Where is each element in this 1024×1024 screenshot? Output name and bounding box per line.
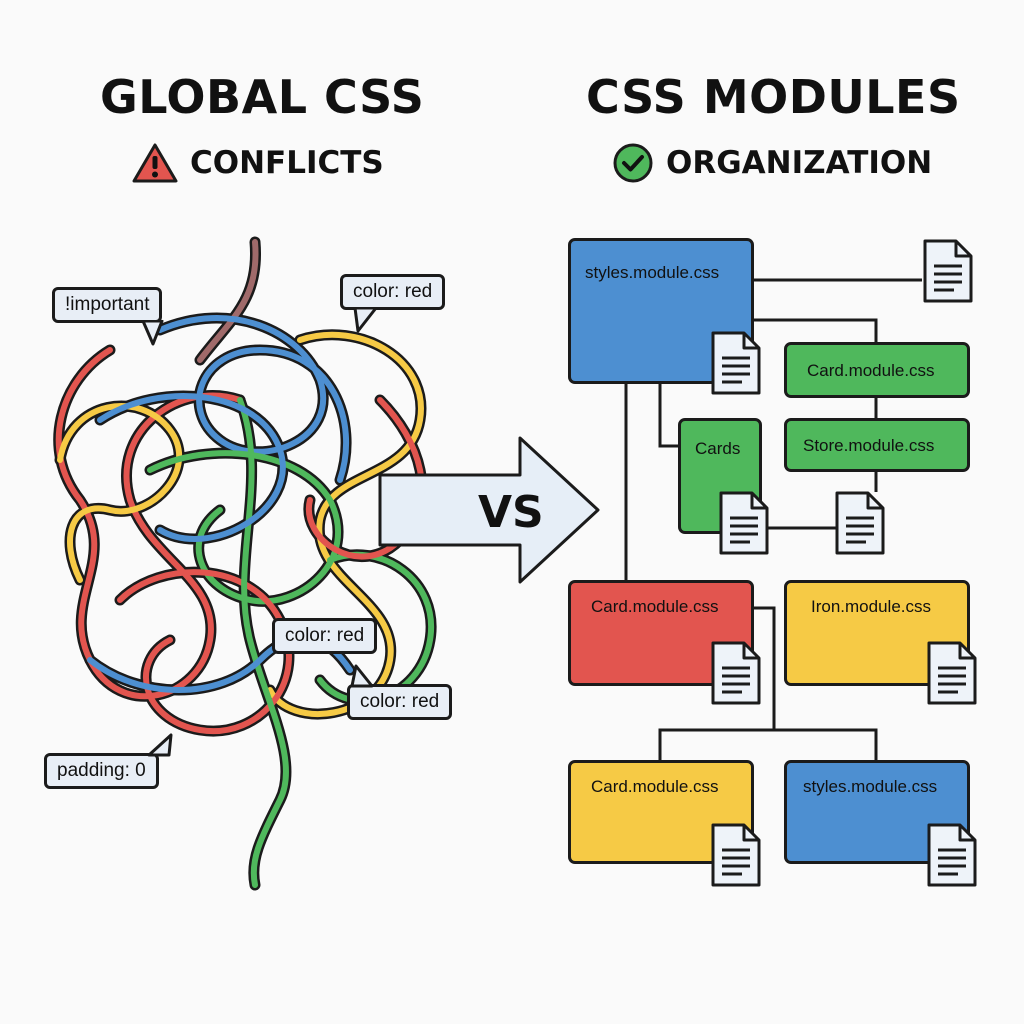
check-circle-icon <box>613 143 653 183</box>
callout-color-red-middle: color: red <box>272 618 378 654</box>
callout-color-red-top: color: red <box>340 274 446 310</box>
module-box-iron[interactable]: Iron.module.css <box>784 580 970 686</box>
document-icon <box>927 823 977 887</box>
document-icon <box>927 641 977 705</box>
document-icon <box>711 823 761 887</box>
callout-color-red-bottom: color: red <box>347 684 453 720</box>
module-box-label: Iron.module.css <box>811 597 931 616</box>
module-box-label: Store.module.css <box>803 436 935 455</box>
callout-important: !important <box>52 287 163 323</box>
vs-arrow <box>378 436 600 584</box>
callout-pointer <box>147 733 173 757</box>
left-subtitle-label: CONFLICTS <box>190 145 384 181</box>
left-title: GLOBAL CSS <box>100 70 425 124</box>
module-box-label: Cards <box>695 439 741 458</box>
callout-padding: padding: 0 <box>44 753 159 789</box>
module-box-label: Card.module.css <box>807 361 935 380</box>
module-box-card[interactable]: Card.module.css <box>784 342 970 398</box>
module-box-styles-blue[interactable]: styles.module.css <box>784 760 970 864</box>
module-box-label: styles.module.css <box>803 777 938 796</box>
module-connectors <box>624 278 922 760</box>
document-icon <box>923 239 973 303</box>
right-subtitle-label: ORGANIZATION <box>666 145 933 181</box>
callout-pointer <box>141 320 164 346</box>
module-box-label: styles.module.css <box>585 263 720 282</box>
module-box-store[interactable]: Store.module.css <box>784 418 970 472</box>
right-title: CSS MODULES <box>586 70 961 124</box>
warning-icon <box>132 143 178 183</box>
left-subtitle: CONFLICTS <box>132 142 384 184</box>
vs-label: VS <box>478 487 544 538</box>
css-tangle <box>53 236 437 891</box>
module-box-card-red[interactable]: Card.module.css <box>568 580 754 686</box>
module-box-label: Card.module.css <box>591 597 719 616</box>
callout-pointer <box>350 664 374 688</box>
document-icon <box>719 491 769 555</box>
callout-pointer <box>353 307 378 333</box>
module-box-label: Card.module.css <box>591 777 719 796</box>
document-icon <box>711 331 761 395</box>
document-icon <box>711 641 761 705</box>
right-subtitle: ORGANIZATION <box>612 142 932 184</box>
document-icon <box>835 491 885 555</box>
